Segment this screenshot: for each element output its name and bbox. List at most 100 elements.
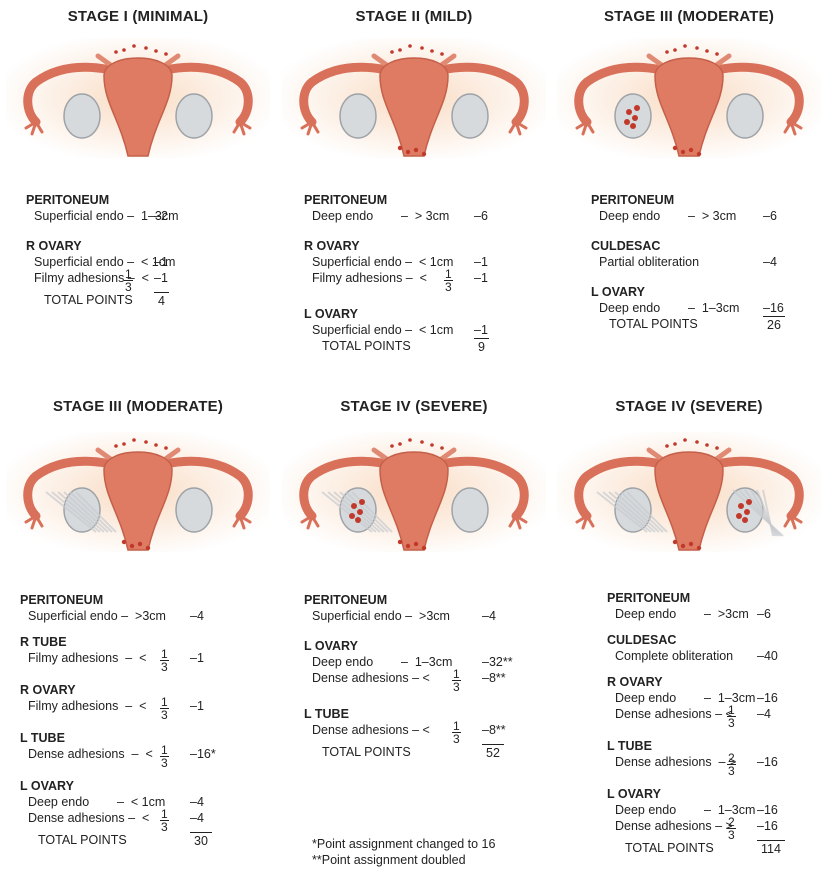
score-row: Superficial endo – < 1cm–1: [304, 322, 544, 338]
endo-implant: [132, 44, 136, 48]
uterus-illustration: [557, 432, 821, 552]
endometrioma: [746, 499, 752, 505]
uterus-illustration: [557, 38, 821, 158]
right-ovary: [340, 94, 376, 138]
total-label: TOTAL POINTS: [38, 832, 127, 848]
endo-implant: [440, 52, 444, 56]
score-section: R OVARYSuperficial endo – < 1cm–1Filmy a…: [26, 238, 266, 308]
section-header: L OVARY: [591, 284, 821, 300]
total-value: 4: [154, 292, 169, 309]
row-label: Superficial endo – < 1cm: [312, 322, 453, 338]
endo-implant: [122, 540, 126, 544]
endo-implant: [144, 46, 148, 50]
row-value: –16: [757, 754, 778, 770]
endo-implant: [705, 443, 709, 447]
row-label: Dense adhesions – <: [615, 706, 733, 722]
endometrioma: [736, 513, 742, 519]
uterus-illustration: [282, 38, 546, 158]
fraction-denominator: 3: [727, 717, 736, 729]
uterus-illustration: [6, 38, 270, 158]
row-value: –6: [763, 208, 777, 224]
total-value: 9: [474, 338, 489, 355]
row-value: –1: [190, 650, 204, 666]
score-row: Deep endo – 1–3cm–16: [607, 802, 822, 818]
score-row: Deep endo – > 3cm –6: [591, 208, 821, 224]
endometrioma: [742, 517, 748, 523]
row-value: –32**: [482, 654, 513, 670]
left-ovary: [452, 94, 488, 138]
endo-implant: [673, 442, 677, 446]
score-section: L TUBEDense adhesions – >23–16: [607, 738, 822, 776]
section-header: PERITONEUM: [591, 192, 821, 208]
row-value: –2: [154, 208, 168, 224]
total-row: TOTAL POINTS52: [304, 744, 544, 760]
endometrioma: [632, 115, 638, 121]
row-label: Superficial endo – < 1cm: [312, 254, 453, 270]
endo-implant: [689, 148, 693, 152]
row-label: Deep endo – > 3cm: [599, 208, 736, 224]
endo-implant: [390, 50, 394, 54]
endo-implant: [154, 49, 158, 53]
score-row: Dense adhesions – <13–8**: [304, 670, 544, 692]
endo-implant: [715, 446, 719, 450]
score-section: CULDESACPartial obliteration–4: [591, 238, 821, 270]
row-label: Dense adhesions – <: [28, 746, 153, 762]
section-header: L OVARY: [20, 778, 270, 794]
total-value: 26: [763, 316, 785, 333]
row-value: –8**: [482, 670, 506, 686]
section-header: PERITONEUM: [26, 192, 266, 208]
score-section: R OVARYSuperficial endo – < 1cm–1Filmy a…: [304, 238, 544, 292]
score-section: CULDESACComplete obliteration–40: [607, 632, 822, 664]
row-value: –1: [154, 270, 168, 286]
row-value: –6: [757, 606, 771, 622]
row-label: Superficial endo – >3cm: [28, 608, 166, 624]
section-header: R OVARY: [20, 682, 270, 698]
score-table: PERITONEUMSuperficial endo – >3cm–4R TUB…: [20, 592, 270, 858]
endo-implant: [422, 152, 426, 156]
score-row: Dense adhesions – <13–4: [20, 810, 270, 832]
section-header: L OVARY: [304, 638, 544, 654]
endo-implant: [681, 150, 685, 154]
fraction: 13: [452, 720, 461, 745]
score-row: Deep endo – > 3cm–6: [304, 208, 544, 224]
section-header: L OVARY: [607, 786, 822, 802]
endo-implant: [683, 44, 687, 48]
section-header: R OVARY: [26, 238, 266, 254]
row-label: Dense adhesions – <: [312, 722, 430, 738]
row-label: Filmy adhesions – <: [312, 270, 427, 286]
endo-implant: [430, 443, 434, 447]
endometrioma: [634, 105, 640, 111]
left-ovary: [176, 94, 212, 138]
stage-title: STAGE IV (SEVERE): [551, 398, 827, 415]
fraction-denominator: 3: [160, 757, 169, 769]
score-row: Deep endo – 1–3cm–32**: [304, 654, 544, 670]
total-label: TOTAL POINTS: [44, 292, 133, 308]
endo-implant: [430, 49, 434, 53]
endo-implant: [398, 442, 402, 446]
row-value: –4: [763, 254, 777, 270]
section-header: L OVARY: [304, 306, 544, 322]
fraction-denominator: 3: [160, 661, 169, 673]
total-row: TOTAL POINTS 4: [26, 292, 266, 308]
endo-implant: [697, 546, 701, 550]
score-row: Deep endo – >3cm–6: [607, 606, 822, 622]
endometrioma: [630, 123, 636, 129]
stage-title: STAGE III (MODERATE): [551, 8, 827, 25]
row-value: –4: [482, 608, 496, 624]
total-value: 52: [482, 744, 504, 761]
score-row: Partial obliteration–4: [591, 254, 821, 270]
row-value: –1: [154, 254, 168, 270]
endometrioma: [355, 517, 361, 523]
endo-implant: [683, 438, 687, 442]
section-header: L TUBE: [20, 730, 270, 746]
endo-implant: [420, 46, 424, 50]
section-header: R OVARY: [607, 674, 822, 690]
score-row: Filmy adhesions – <13–1: [304, 270, 544, 292]
row-label: Complete obliteration: [615, 648, 733, 664]
score-section: R OVARYDeep endo – 1–3cm–16Dense adhesio…: [607, 674, 822, 728]
endometrioma: [626, 109, 632, 115]
endo-implant: [689, 542, 693, 546]
